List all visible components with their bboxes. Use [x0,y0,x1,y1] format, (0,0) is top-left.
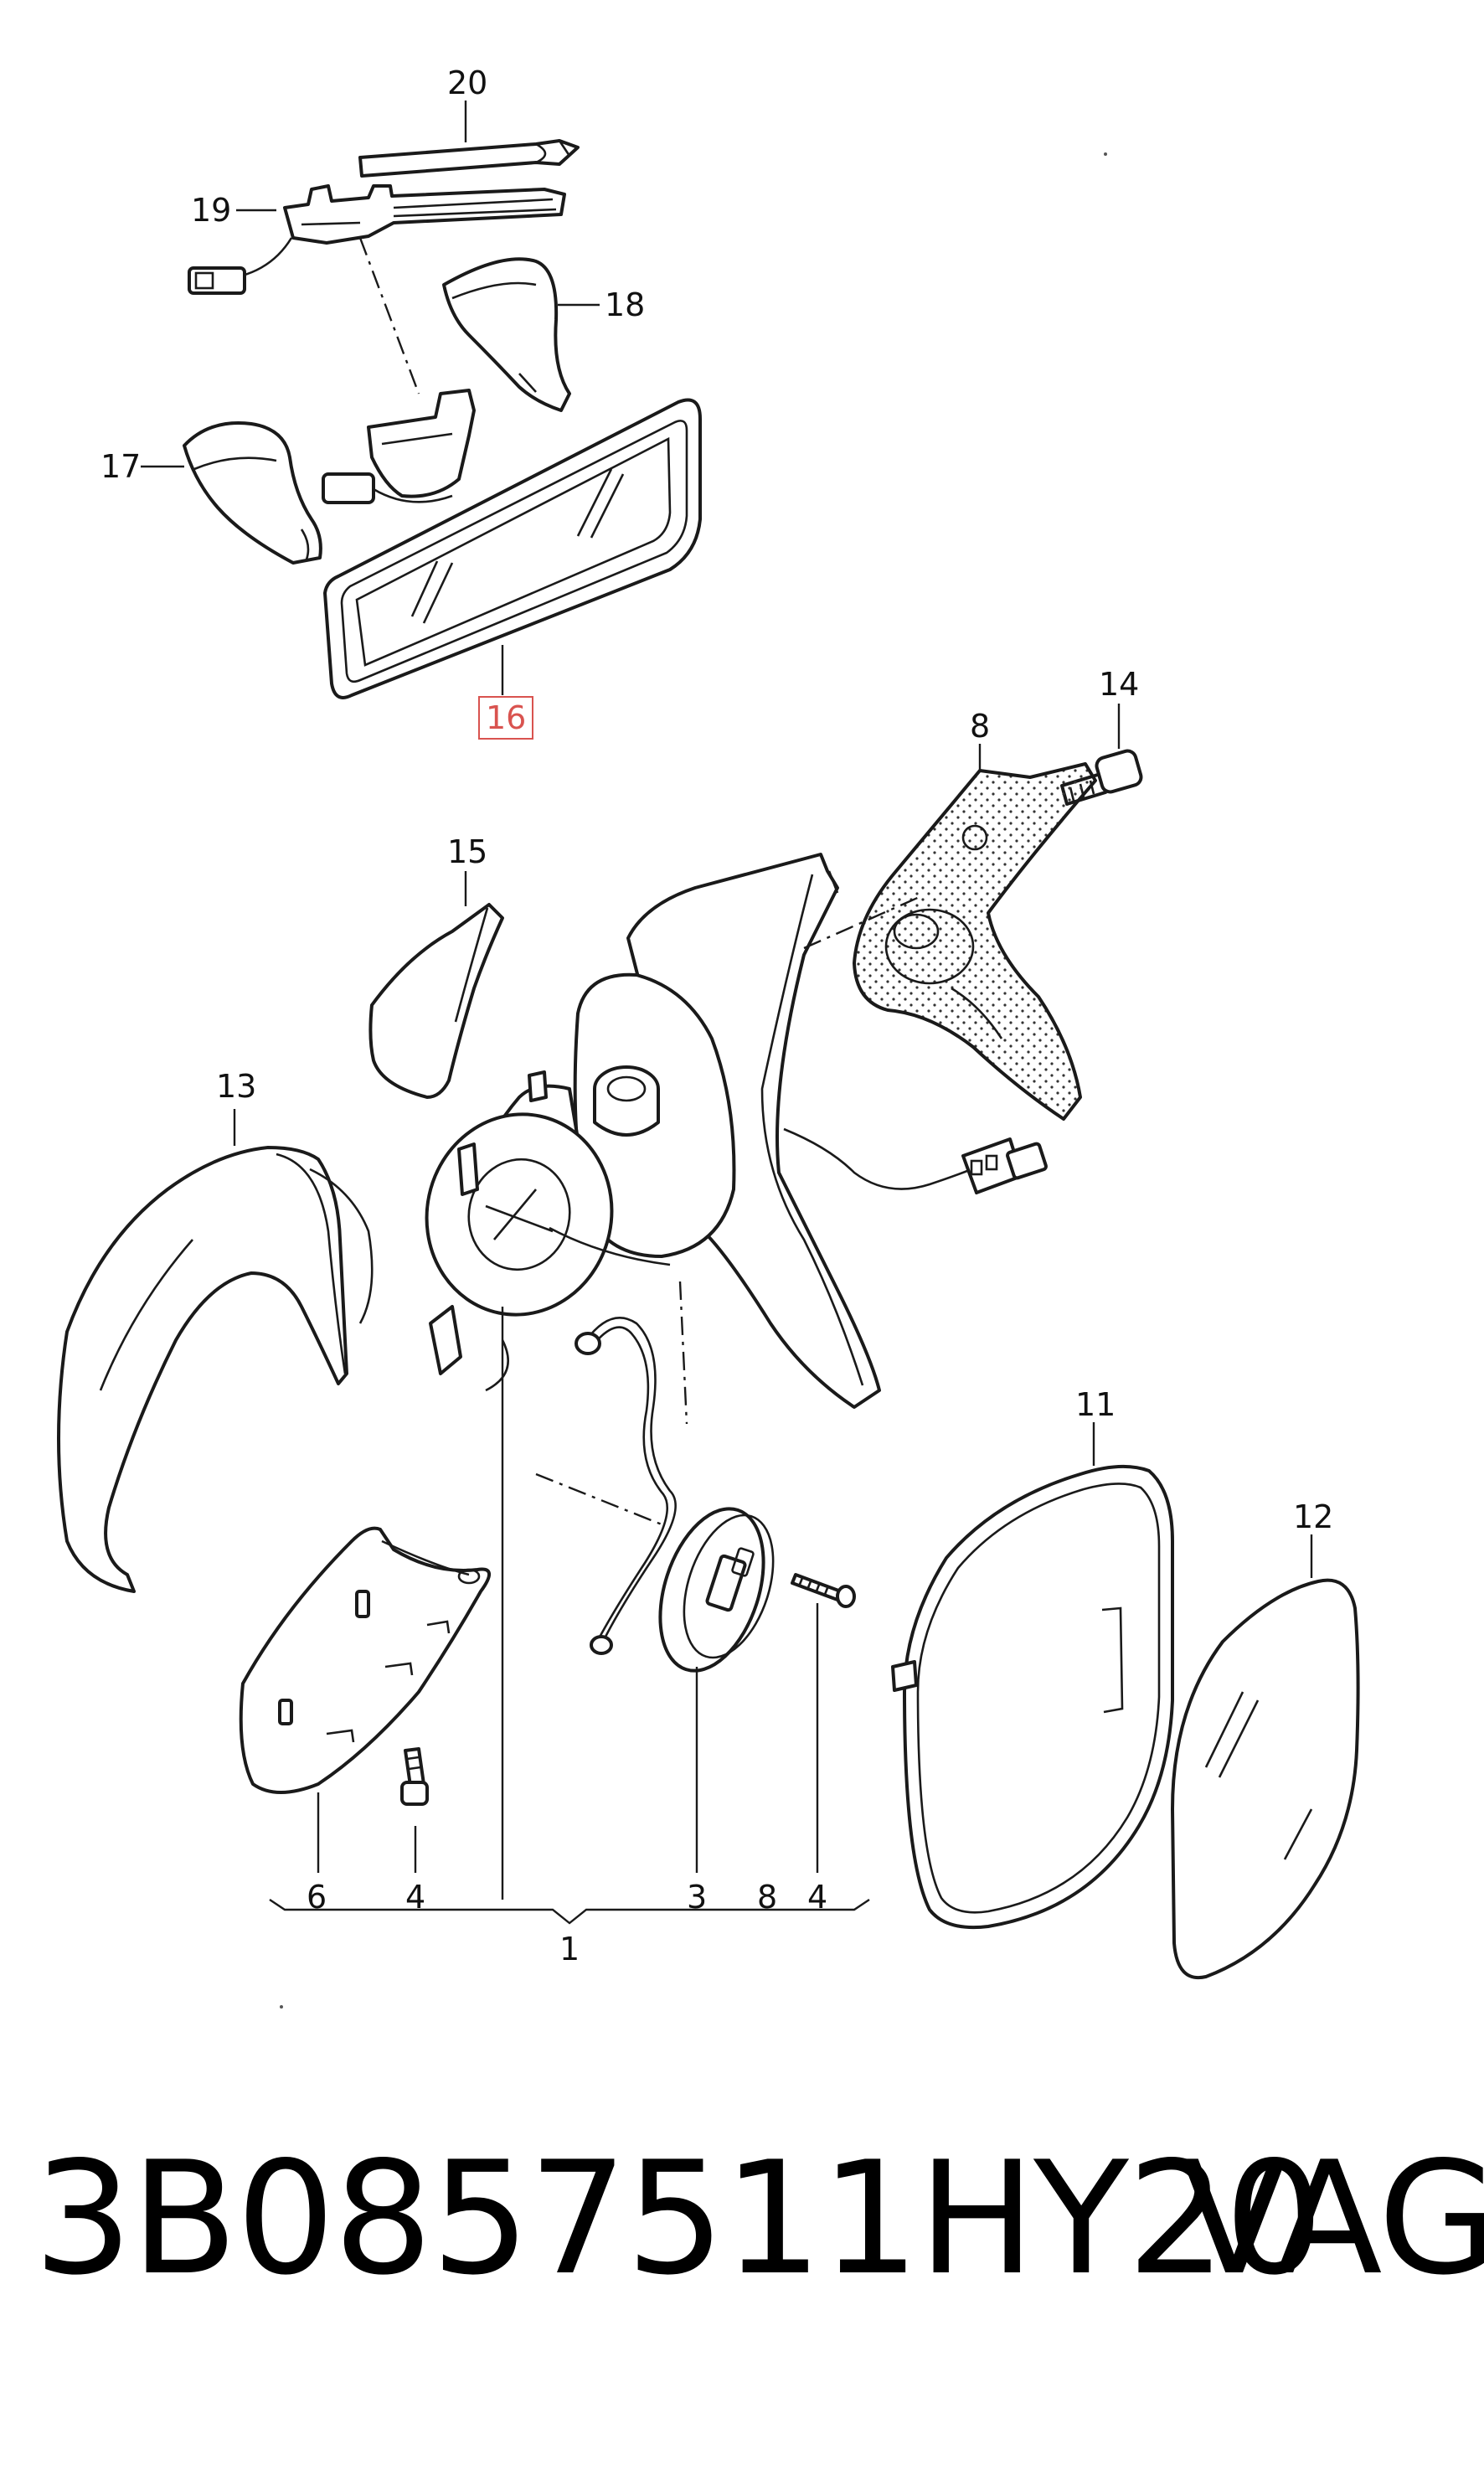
callout-19: 19 [191,192,231,229]
part-4-screw-right: 4 [791,1573,856,1916]
part-15-small-cover: 15 [368,833,504,1099]
part-11-glass-frame: 11 [891,1386,1174,1930]
exploded-parts-diagram: 20 19 18 17 [57,64,1360,2009]
callout-15: 15 [447,833,487,870]
mirror-mount-clip [322,389,476,504]
brand-name: VAG [1181,2127,1484,2309]
assembly-axis-line [358,237,420,395]
callout-14: 14 [1099,666,1139,703]
part-12-mirror-glass: 12 [1171,1498,1360,1980]
part-16-interior-mirror: 16 [323,398,702,740]
assembly-axis-line [803,895,922,950]
part-19-sensor-bracket: 19 [188,184,566,295]
callout-13: 13 [216,1068,256,1105]
callout-16: 16 [486,699,526,736]
speck [1104,152,1107,156]
callout-12: 12 [1293,1498,1333,1535]
callout-20: 20 [447,64,487,101]
part-18-upper-cover: 18 [442,257,645,412]
assembly-axis-line [678,1281,688,1425]
footer: 3B0857511HY20 VAG [33,2127,1484,2345]
callout-16-highlight-box [478,696,533,740]
part-17-lower-cover: 17 [100,421,322,565]
part-3-motor-unit: 3 [658,1507,775,1916]
electrical-connector [783,1127,1048,1194]
callout-11: 11 [1075,1386,1116,1423]
part-6-lower-housing: 6 [239,1526,491,1916]
part-20-cover-strip: 20 [358,64,580,178]
part-4-screw-left: 4 [400,1747,429,1916]
speck [280,2005,283,2009]
callout-8: 8 [970,708,990,745]
mirror-housing-body [425,853,881,1409]
part-13-housing-cover: 13 [57,1068,374,1593]
callout-17: 17 [100,448,141,485]
assembly-axis-line [535,1472,662,1526]
callout-1: 1 [559,1931,580,1967]
group-bracket [269,1899,870,1925]
part-number: 3B0857511HY20 [33,2127,1323,2309]
wiring-harness [575,1317,677,1655]
part-8-base-plate: 8 [853,708,1097,1121]
callout-18: 18 [605,286,645,323]
